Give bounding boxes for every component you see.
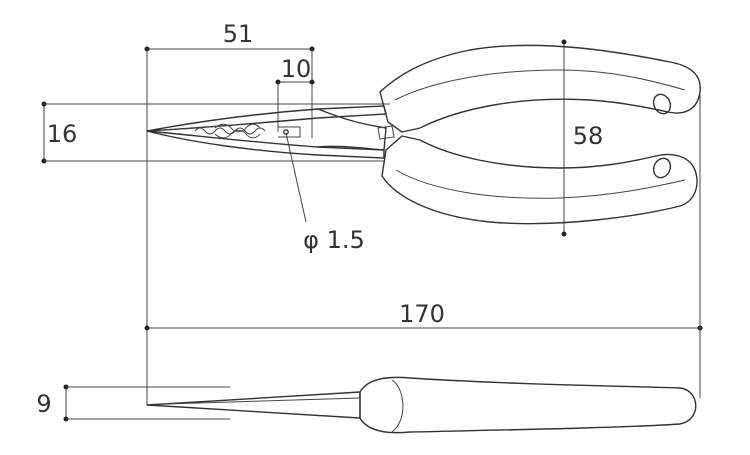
cutter-edge xyxy=(278,126,301,138)
dim-58-tick-bottom xyxy=(561,231,567,237)
dim-9-label: 9 xyxy=(36,390,51,418)
upper-handle-grip-line xyxy=(394,69,686,101)
dim-10-label: 10 xyxy=(281,55,312,83)
side-jaw xyxy=(146,391,361,419)
pivot-joint xyxy=(317,108,387,151)
lower-handle-hole xyxy=(652,157,672,179)
side-jaw-edge xyxy=(164,397,361,405)
pliers-side-view xyxy=(146,376,697,434)
dim-170-label: 170 xyxy=(399,300,445,328)
dim-51-label: 51 xyxy=(223,20,254,48)
jaw-serration xyxy=(194,127,266,135)
jaw-grip-upper xyxy=(214,123,261,133)
hole-leader-line xyxy=(285,132,307,223)
jaw-grip-lower xyxy=(214,129,261,139)
hole-diameter-label: φ 1.5 xyxy=(303,226,365,254)
upper-handle xyxy=(379,44,701,133)
lower-handle xyxy=(381,135,698,225)
dim-170-tick-left xyxy=(144,325,150,331)
lower-handle-grip-line xyxy=(395,169,686,199)
upper-handle-hole xyxy=(652,93,672,115)
upper-jaw xyxy=(146,105,387,132)
pivot-box xyxy=(377,125,395,140)
dim-58-tick-top xyxy=(561,39,567,45)
dim-58-label: 58 xyxy=(573,122,604,150)
dimension-lines xyxy=(41,39,703,422)
dim-16-label: 16 xyxy=(47,120,78,148)
side-handle-joint xyxy=(391,379,404,433)
dimension-labels: 51 10 16 φ 1.5 58 170 9 xyxy=(36,20,603,418)
dim-10-tick-right xyxy=(309,79,315,85)
wire-hole xyxy=(283,129,289,135)
lower-jaw xyxy=(146,130,385,159)
pliers-top-view xyxy=(146,44,701,225)
side-handle xyxy=(359,376,697,434)
